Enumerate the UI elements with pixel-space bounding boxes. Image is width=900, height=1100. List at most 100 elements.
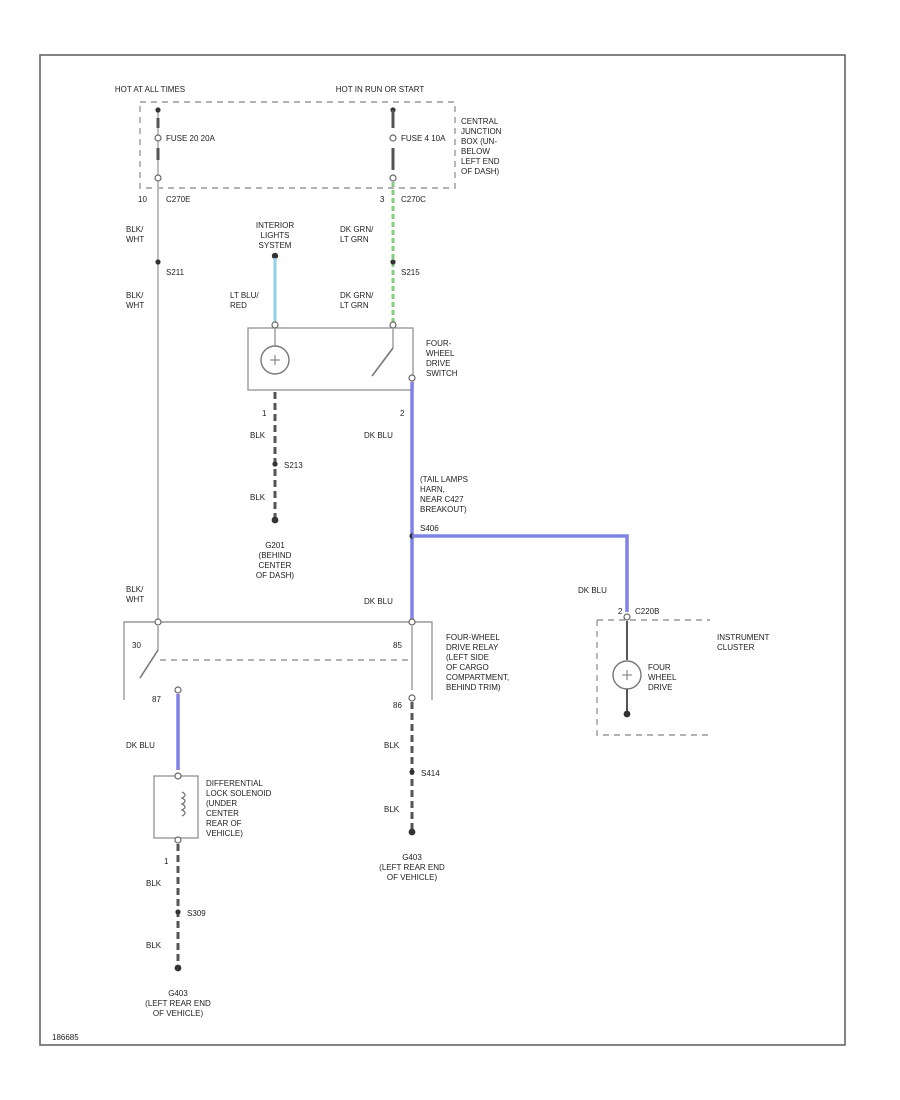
switch-terminal-out [408,374,416,382]
relay-pin-87-label: 87 [152,695,161,704]
svg-text:BREAKOUT): BREAKOUT) [420,505,467,514]
svg-text:(LEFT REAR END: (LEFT REAR END [145,999,211,1008]
s213-splice [272,461,278,467]
svg-text:DK GRN/: DK GRN/ [340,291,374,300]
relay-pin-30-label: 30 [132,641,141,650]
g403-ground-solenoid [174,964,182,972]
diagram-id: 186685 [52,1033,79,1042]
s414-label: S414 [421,769,440,778]
fuse-b-terminal [389,134,397,142]
svg-text:VEHICLE): VEHICLE) [206,829,243,838]
solenoid-terminal-top [174,772,182,780]
svg-text:LT GRN: LT GRN [340,301,369,310]
svg-text:G403: G403 [168,989,188,998]
svg-text:G201: G201 [265,541,285,550]
hot-at-label: HOT AT ALL TIMES [115,85,185,94]
relay-pin-30 [154,618,162,626]
relay-pin-87 [174,686,182,694]
svg-text:BLK/: BLK/ [126,291,144,300]
svg-text:WHEEL: WHEEL [426,349,455,358]
c270e-connector [154,174,162,182]
wire-blk-wht-1-label: BLK/ WHT [126,225,144,244]
svg-text:FOUR-: FOUR- [426,339,452,348]
svg-text:(TAIL LAMPS: (TAIL LAMPS [420,475,468,484]
tail-lamps-label: (TAIL LAMPS HARN, NEAR C427 BREAKOUT) S4… [420,475,468,533]
svg-text:RED: RED [230,301,247,310]
svg-text:LT BLU/: LT BLU/ [230,291,259,300]
wire-blk-5-label: BLK [146,879,162,888]
wire-dkgrn-1-label: DK GRN/ LT GRN [340,225,374,244]
svg-text:CENTRAL: CENTRAL [461,117,499,126]
switch-contact-arm [371,347,394,377]
solenoid-terminal-bottom [174,836,182,844]
svg-text:(LEFT REAR END: (LEFT REAR END [379,863,445,872]
g403-ground-relay [408,828,416,836]
svg-text:CENTER: CENTER [206,809,239,818]
four-wheel-drive-indicator-label: FOUR WHEEL DRIVE [648,663,677,692]
svg-text:DRIVE: DRIVE [426,359,450,368]
s215-splice [390,259,396,265]
differential-lock-solenoid-label: DIFFERENTIAL LOCK SOLENOID (UNDER CENTER… [206,779,272,838]
s211-label: S211 [166,268,185,277]
indicator-filament [622,670,632,680]
relay-contact-arm [139,649,159,679]
svg-text:LT GRN: LT GRN [340,235,369,244]
relay-pin-85 [408,618,416,626]
s414-splice [409,769,415,775]
svg-text:LOCK SOLENOID: LOCK SOLENOID [206,789,272,798]
c220b-connector [623,613,631,621]
g403-relay-label: G403 (LEFT REAR END OF VEHICLE) [379,853,445,882]
svg-text:OF CARGO: OF CARGO [446,663,489,672]
svg-text:BLK/: BLK/ [126,225,144,234]
four-wheel-drive-relay-outline [123,621,433,700]
c220b-pin: 2 [618,607,623,616]
svg-text:DRIVE RELAY: DRIVE RELAY [446,643,499,652]
wire-blk-wht-2-label: BLK/ WHT [126,291,144,310]
switch-terminal-left [271,321,279,329]
svg-text:BELOW: BELOW [461,147,490,156]
wire-dkgrn-2-label: DK GRN/ LT GRN [340,291,374,310]
cluster-ground [623,710,631,718]
svg-text:INTERIOR: INTERIOR [256,221,294,230]
instrument-cluster-outline [596,619,710,736]
fuse-a-terminal [154,134,162,142]
svg-text:(BEHIND: (BEHIND [259,551,292,560]
switch-terminal-right [389,321,397,329]
svg-text:JUNCTION: JUNCTION [461,127,502,136]
c270c-pin: 3 [380,195,385,204]
svg-text:WHT: WHT [126,235,144,244]
interior-lights-label: INTERIOR LIGHTS SYSTEM [256,221,294,250]
s309-label: S309 [187,909,206,918]
wire-blk-3-label: BLK [384,741,400,750]
solenoid-coil-icon [180,791,186,817]
svg-text:G403: G403 [402,853,422,862]
svg-text:LEFT END: LEFT END [461,157,500,166]
four-wheel-drive-switch-box [247,327,414,391]
wire-blk-6-label: BLK [146,941,162,950]
svg-text:DRIVE: DRIVE [648,683,672,692]
svg-text:LIGHTS: LIGHTS [261,231,290,240]
wire-blk-2-label: BLK [250,493,266,502]
relay-pin-85-label: 85 [393,641,402,650]
svg-text:REAR OF: REAR OF [206,819,242,828]
svg-text:FOUR: FOUR [648,663,671,672]
switch-pin-2: 2 [400,409,405,418]
relay-pin-86 [408,694,416,702]
four-wheel-drive-relay-label: FOUR-WHEEL DRIVE RELAY (LEFT SIDE OF CAR… [446,633,509,692]
g201-label: G201 (BEHIND CENTER OF DASH) [256,541,295,580]
diagram-frame [39,54,846,1046]
wire-blk-1-label: BLK [250,431,266,440]
wire-blk-4-label: BLK [384,805,400,814]
c220b-label: C220B [635,607,659,616]
svg-text:BOX (UN-: BOX (UN- [461,137,497,146]
fuse-a-top-node [155,107,161,113]
switch-lamp-filament [270,355,280,365]
fuse-a-label: FUSE 20 20A [166,134,216,143]
wire-blk-wht-3-label: BLK/ WHT [126,585,144,604]
svg-text:SYSTEM: SYSTEM [259,241,292,250]
s213-label: S213 [284,461,303,470]
wire-dkblu-4-label: DK BLU [126,741,155,750]
wire-dkblu-2-label: DK BLU [364,597,393,606]
c270c-connector [389,174,397,182]
svg-text:DK GRN/: DK GRN/ [340,225,374,234]
